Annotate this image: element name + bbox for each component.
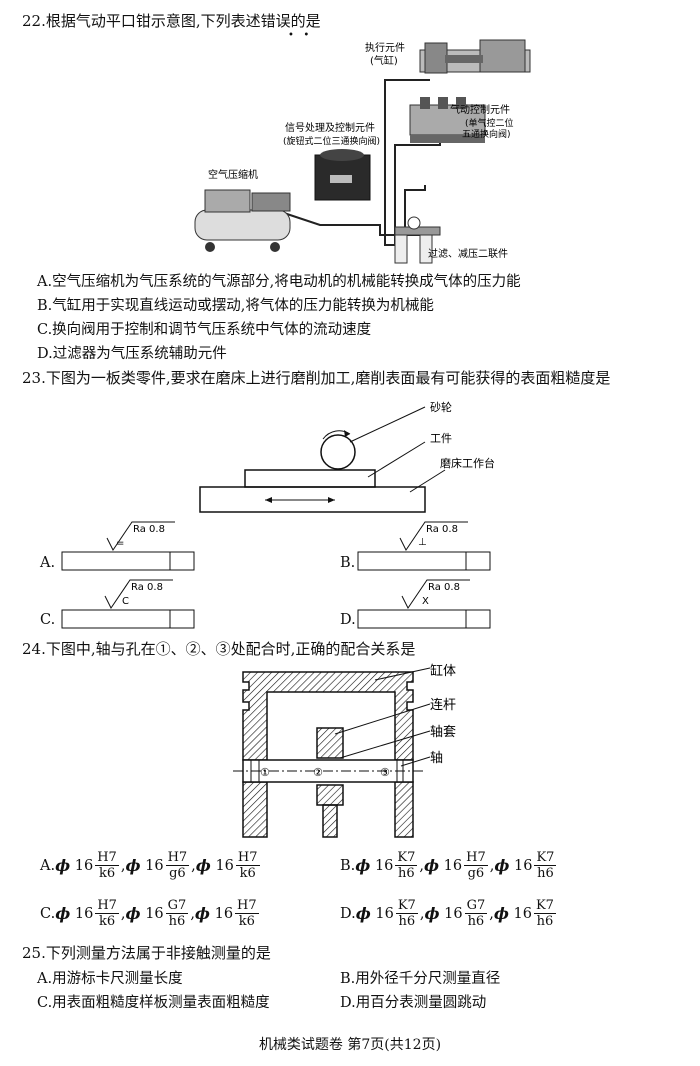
lay-symbol: = bbox=[116, 538, 124, 549]
page-footer: 机械类试题卷 第7页(共12页) bbox=[258, 1037, 442, 1053]
q25-option-c[interactable]: C.用表面粗糙度样板测量表面粗糙度 bbox=[37, 995, 270, 1011]
label-sleeve: 轴套 bbox=[430, 724, 456, 740]
label-control-valve-sub1: (单气控二位 bbox=[465, 117, 514, 129]
option-letter: C. bbox=[40, 905, 56, 922]
q23-option-b-figure[interactable]: Ra 0.8 ⊥ bbox=[356, 518, 496, 573]
label-wheel: 砂轮 bbox=[430, 400, 452, 414]
cylinder-image bbox=[419, 39, 531, 74]
ra-label: Ra 0.8 bbox=[426, 524, 458, 535]
q23-option-b-letter[interactable]: B. bbox=[340, 555, 356, 571]
q22-option-b[interactable]: B.气缸用于实现直线运动或摆动,将气体的压力能转换为机械能 bbox=[37, 298, 434, 314]
label-control-valve-sub2: 五通换向阀) bbox=[462, 128, 511, 140]
mark-1: ① bbox=[260, 766, 270, 779]
lay-symbol: X bbox=[422, 596, 429, 607]
lay-symbol: ⊥ bbox=[418, 537, 427, 548]
label-actuator-sub: (气缸) bbox=[370, 54, 398, 67]
label-signal: 信号处理及控制元件 bbox=[285, 121, 375, 134]
label-rod: 连杆 bbox=[430, 697, 456, 713]
mark-2: ② bbox=[313, 766, 323, 779]
q22-option-c[interactable]: C.换向阀用于控制和调节气压系统中气体的流动速度 bbox=[37, 322, 372, 338]
label-signal-sub: (旋钮式二位三通换向阀) bbox=[283, 135, 380, 147]
q22-option-d[interactable]: D.过滤器为气压系统辅助元件 bbox=[37, 346, 227, 362]
option-letter: A. bbox=[40, 857, 56, 874]
q25-option-d[interactable]: D.用百分表测量圆跳动 bbox=[340, 995, 487, 1011]
option-letter: B. bbox=[340, 857, 356, 874]
q23-option-c-figure[interactable]: Ra 0.8 C bbox=[60, 576, 200, 631]
q23-stem: 23.下图为一板类零件,要求在磨床上进行磨削加工,磨削表面最有可能获得的表面粗糙… bbox=[22, 369, 611, 387]
ra-label: Ra 0.8 bbox=[133, 524, 165, 535]
label-control-valve: 气动控制元件 bbox=[450, 103, 510, 116]
emphasis-dots: • • bbox=[288, 30, 310, 41]
q25-option-b[interactable]: B.用外径千分尺测量直径 bbox=[340, 971, 501, 987]
q23-option-d-figure[interactable]: Ra 0.8 X bbox=[356, 576, 496, 631]
label-compressor: 空气压缩机 bbox=[208, 168, 258, 181]
q22-stem: 22.根据气动平口钳示意图,下列表述错误的是 bbox=[22, 12, 321, 30]
grinding-figure: 砂轮 工件 磨床工作台 bbox=[199, 400, 495, 513]
phi-symbol: ϕ bbox=[55, 856, 71, 875]
three-two-valve-image bbox=[314, 149, 371, 201]
q25-stem: 25.下列测量方法属于非接触测量的是 bbox=[22, 944, 271, 962]
pneumatic-vise-figure: 执行元件 (气缸) 气动控制元件 (单气控二位 五通换向阀) 信号处理及控制元件… bbox=[194, 39, 531, 264]
filter-regulator-image bbox=[394, 216, 441, 264]
label-shaft: 轴 bbox=[430, 751, 443, 766]
label-workpiece: 工件 bbox=[430, 432, 452, 445]
q23-option-a-figure[interactable]: Ra 0.8 = bbox=[60, 518, 200, 573]
label-table: 磨床工作台 bbox=[440, 456, 495, 470]
ra-label: Ra 0.8 bbox=[428, 582, 460, 593]
label-filter: 过滤、减压二联件 bbox=[428, 247, 508, 260]
label-actuator: 执行元件 bbox=[365, 41, 405, 54]
q24-stem: 24.下图中,轴与孔在①、②、③处配合时,正确的配合关系是 bbox=[22, 640, 416, 658]
q23-option-d-letter[interactable]: D. bbox=[340, 612, 356, 628]
q25-option-a[interactable]: A.用游标卡尺测量长度 bbox=[37, 971, 183, 987]
option-letter: D. bbox=[340, 905, 356, 922]
ra-label: Ra 0.8 bbox=[131, 582, 163, 593]
shaft-hole-figure: ① ② ③ 缸体 连杆 轴套 轴 bbox=[233, 663, 456, 838]
lay-symbol: C bbox=[122, 596, 129, 607]
q23-option-c-letter[interactable]: C. bbox=[40, 612, 56, 628]
five-two-valve-image bbox=[409, 97, 486, 143]
q22-option-a[interactable]: A.空气压缩机为气压系统的气源部分,将电动机的机械能转换成气体的压力能 bbox=[37, 274, 521, 290]
label-cylinder: 缸体 bbox=[430, 663, 456, 679]
mark-3: ③ bbox=[380, 766, 390, 779]
air-compressor-image bbox=[194, 189, 291, 252]
q23-option-a-letter[interactable]: A. bbox=[40, 555, 56, 571]
